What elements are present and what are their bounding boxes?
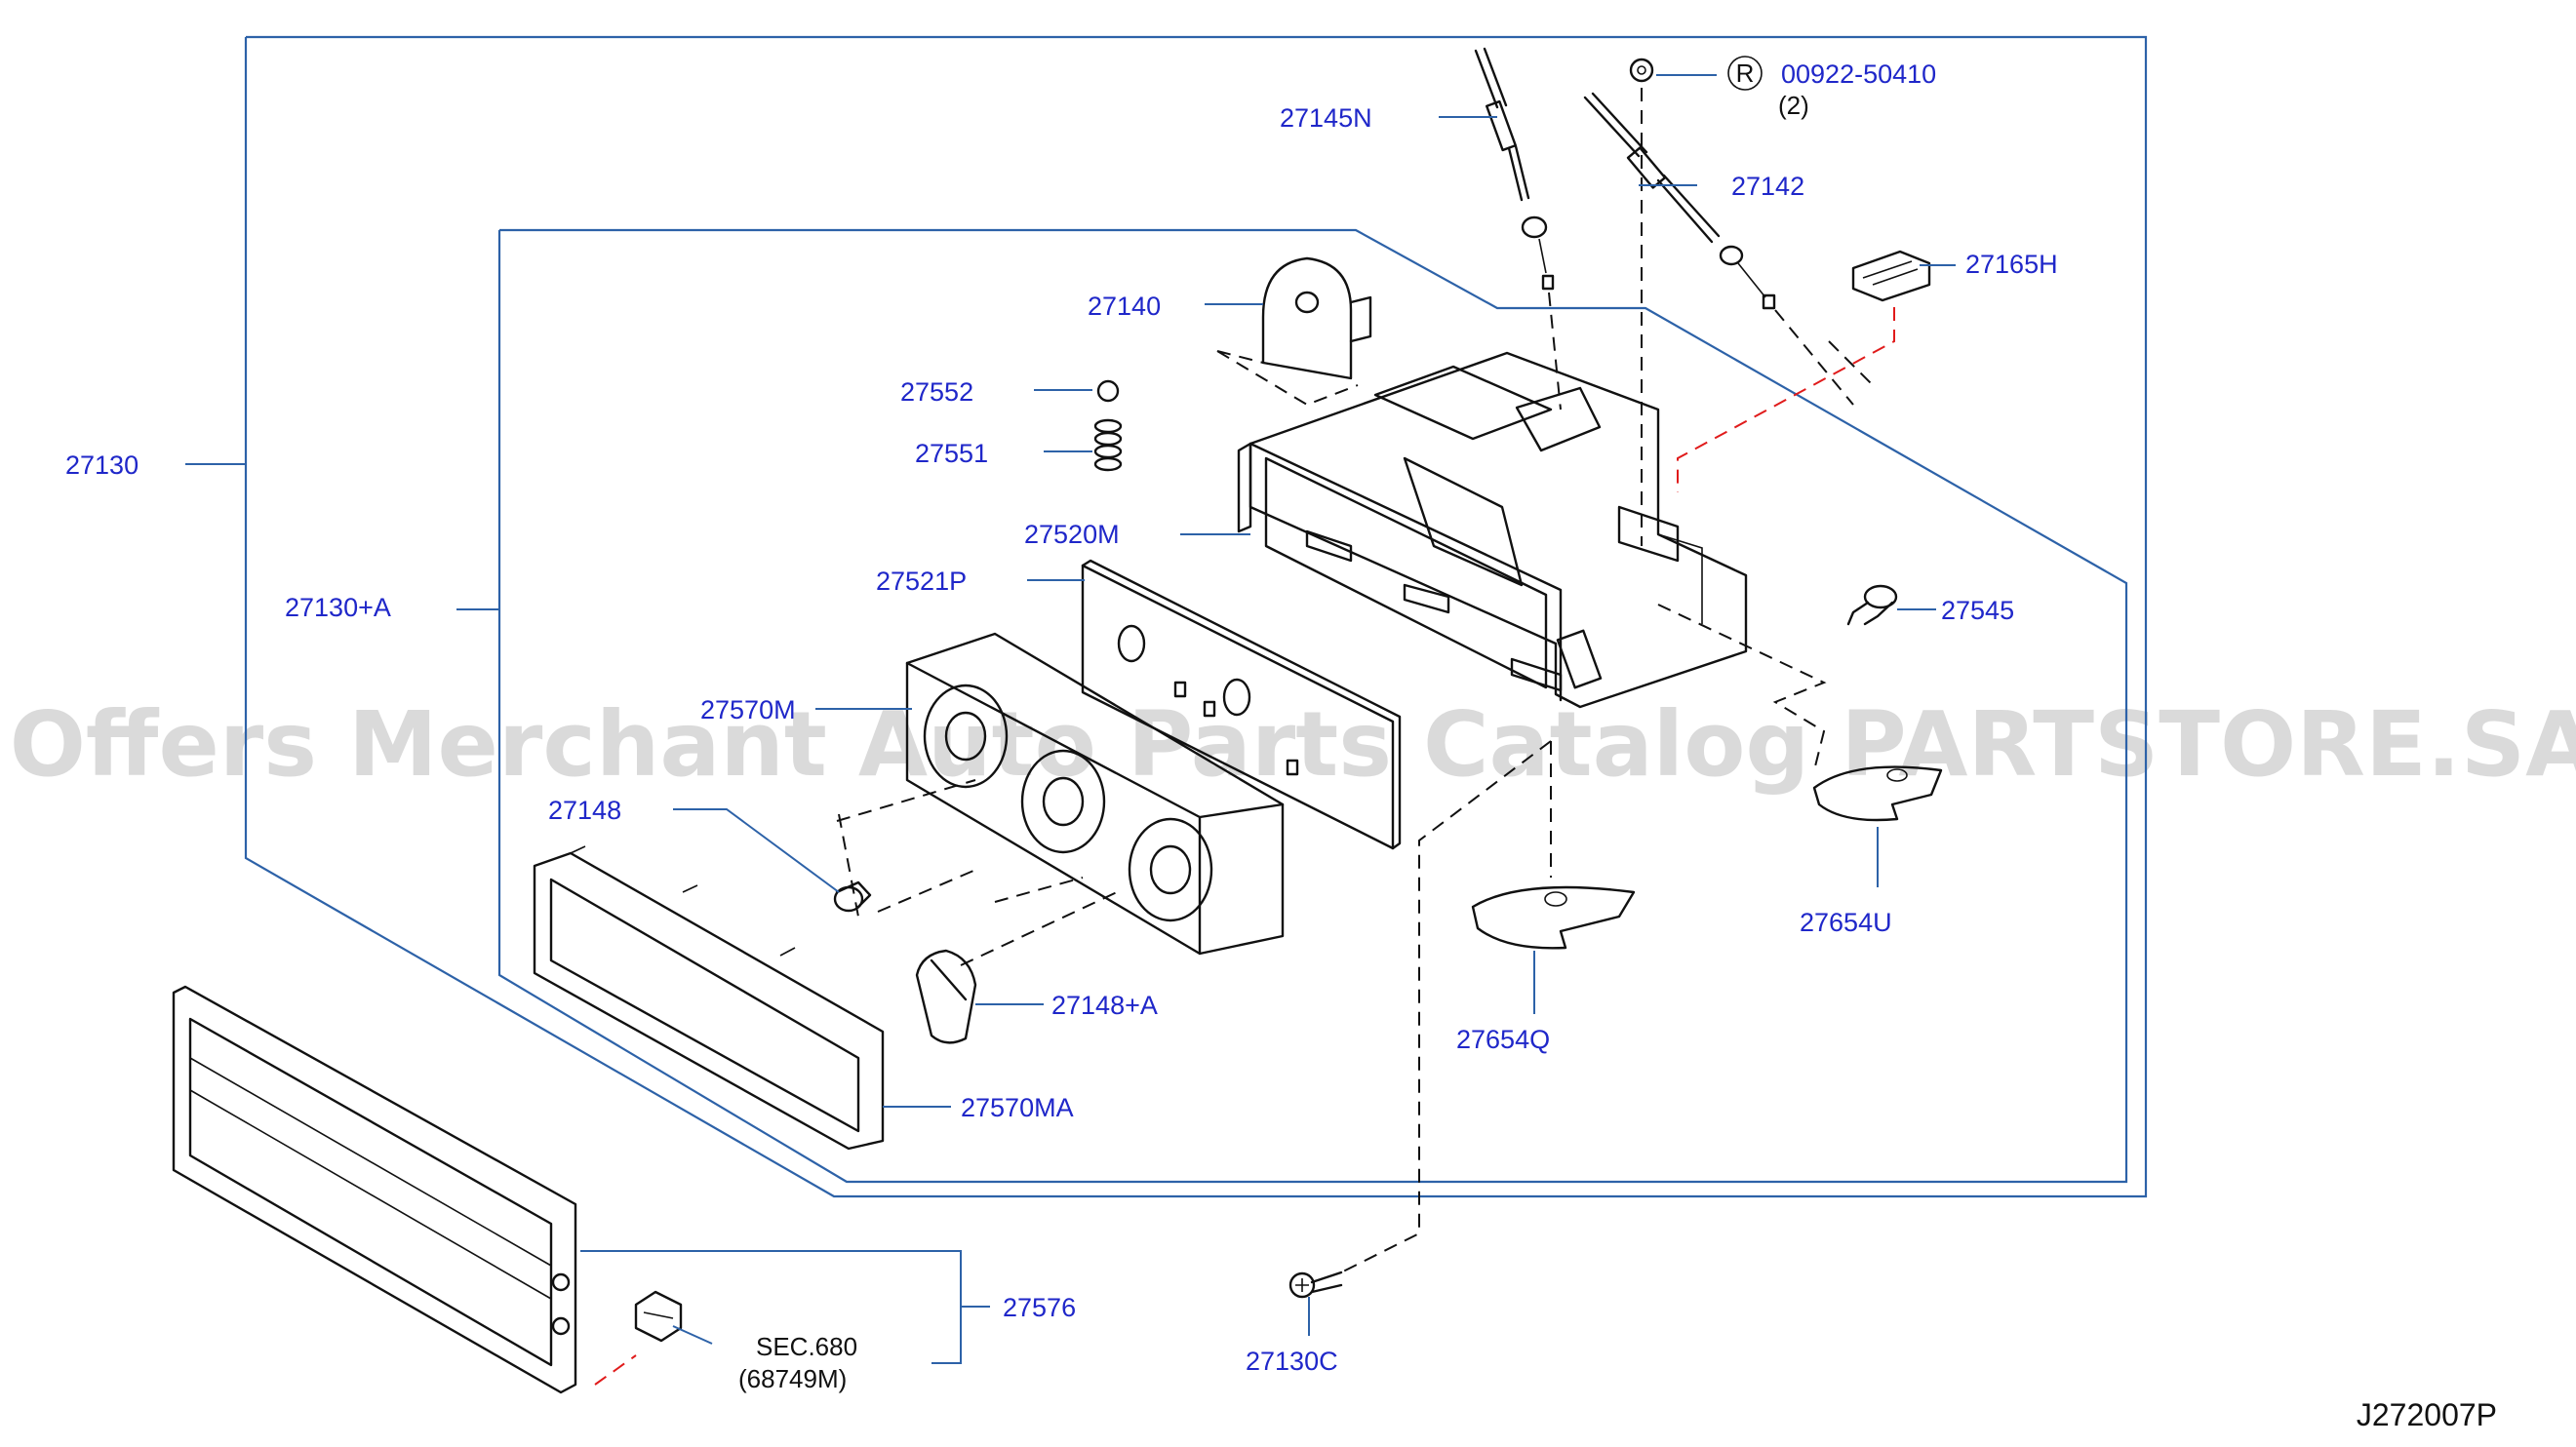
label-27545[interactable]: 27545 bbox=[1941, 596, 2014, 625]
ball-27552 bbox=[1096, 379, 1120, 403]
assembly-frame-inner bbox=[497, 228, 2128, 1184]
label-00922-50410[interactable]: 00922-50410 bbox=[1781, 59, 1936, 89]
finisher-27576 bbox=[172, 985, 577, 1394]
label-27570ma[interactable]: 27570MA bbox=[961, 1093, 1074, 1122]
label-27576[interactable]: 27576 bbox=[1003, 1293, 1076, 1322]
label-27521p[interactable]: 27521P bbox=[876, 567, 967, 596]
r-symbol: R bbox=[1727, 56, 1763, 91]
label-27570m[interactable]: 27570M bbox=[700, 695, 796, 724]
lever-27654u bbox=[1812, 765, 1943, 822]
label-27148[interactable]: 27148 bbox=[548, 796, 621, 825]
diagram-reference-code: J272007P bbox=[2357, 1397, 2497, 1432]
label-27165h[interactable]: 27165H bbox=[1965, 250, 2058, 279]
spring-27551 bbox=[1093, 418, 1123, 472]
watermark-text: Offers Merchant Auto Parts Catalog PARTS… bbox=[10, 692, 2576, 797]
label-27130a[interactable]: 27130+A bbox=[285, 593, 391, 622]
cable-27142 bbox=[1583, 92, 1776, 310]
label-27130[interactable]: 27130 bbox=[65, 450, 139, 480]
label-27654u[interactable]: 27654U bbox=[1800, 908, 1892, 937]
connector-27165h bbox=[1851, 250, 1931, 302]
assembly-lines bbox=[594, 88, 1895, 1386]
label-27140[interactable]: 27140 bbox=[1088, 292, 1161, 321]
label-27130c[interactable]: 27130C bbox=[1246, 1347, 1338, 1376]
label-27551[interactable]: 27551 bbox=[915, 439, 988, 468]
leader-lines bbox=[185, 74, 1956, 1364]
screw-27130c bbox=[1288, 1271, 1343, 1299]
screw-27545 bbox=[1846, 584, 1898, 626]
clip-68749m bbox=[634, 1290, 683, 1343]
label-27520m[interactable]: 27520M bbox=[1024, 520, 1120, 549]
label-27145n[interactable]: 27145N bbox=[1280, 103, 1372, 133]
cable-27145n bbox=[1474, 47, 1555, 291]
panel-27570m bbox=[905, 632, 1285, 956]
retaining-clip bbox=[1629, 58, 1654, 83]
label-27148a[interactable]: 27148+A bbox=[1051, 991, 1158, 1020]
bezel-27570ma bbox=[533, 845, 885, 1151]
plate-27521p bbox=[1081, 559, 1402, 850]
knob-27140 bbox=[1261, 256, 1372, 380]
knob-27148 bbox=[833, 880, 872, 913]
label-27552[interactable]: 27552 bbox=[900, 377, 973, 407]
label-27654q[interactable]: 27654Q bbox=[1456, 1025, 1550, 1054]
section-part-label[interactable]: (68749M) bbox=[738, 1364, 847, 1393]
r-symbol-text: R bbox=[1736, 59, 1755, 88]
lever-27654q bbox=[1471, 885, 1636, 950]
control-head-27520m bbox=[1237, 351, 1748, 709]
section-label[interactable]: SEC.680 bbox=[756, 1332, 857, 1361]
label-27142[interactable]: 27142 bbox=[1731, 172, 1804, 201]
quantity-note: (2) bbox=[1778, 91, 1809, 120]
knob-27148a bbox=[915, 949, 977, 1044]
assembly-frame-outer bbox=[244, 35, 2148, 1198]
